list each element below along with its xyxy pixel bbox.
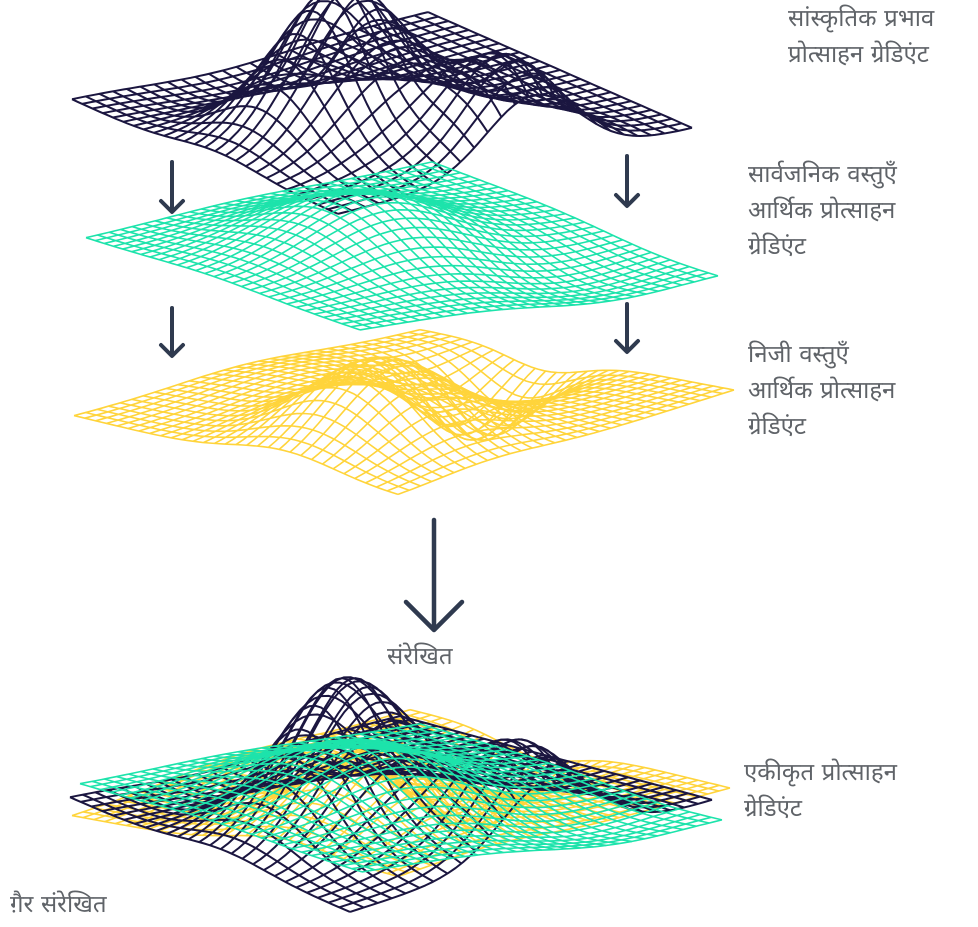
mesh-line [271,790,626,843]
integrated-gradient-label: एकीकृत प्रोत्साहन ग्रेडिएंट [744,754,897,826]
mesh-line [230,757,582,828]
mesh-line [345,32,611,132]
mesh-line [209,681,557,847]
public-goods-label: सार्वजनिक वस्तुएँ आर्थिक प्रोत्साहन ग्रे… [748,156,897,264]
mesh-line [350,272,709,328]
private-label-line-2: आर्थिक प्रोत्साहन [748,376,896,404]
mesh-line [408,166,695,283]
mesh-line [399,715,713,801]
mesh-line [431,161,719,277]
mesh-line [281,794,636,846]
mesh-line [359,733,658,837]
cultural-influence-label: सांस्कृतिक प्रभाव प्रोत्साहन ग्रेडिएंट [788,0,934,72]
mesh-line [332,265,690,322]
mesh-line [354,381,693,480]
mesh-line [349,776,713,913]
mesh-line [323,262,681,319]
mesh-line [397,389,735,496]
mesh-line [310,740,607,847]
mesh-line [408,331,723,395]
mesh-line [341,269,700,325]
integrated-label-line-1: एकीकृत प्रोत्साहन [744,758,897,786]
mesh-line [220,750,572,825]
mesh-line [419,723,723,821]
mesh-line [361,819,723,873]
mesh-line [371,731,671,834]
down-arrow-icon [614,302,640,354]
down-arrow-icon [614,154,640,208]
integrated-public-surface [79,723,723,873]
mesh-line [307,52,662,201]
cultural-label-line-2: प्रोत्साहन ग्रेडिएंट [788,40,929,68]
mesh-line [346,735,646,840]
mesh-line [322,738,620,845]
mesh-line [373,339,690,427]
mesh-line [321,808,680,860]
aligned-label-text: संरेखित [387,642,453,670]
mesh-line [311,805,669,857]
down-arrow-icon [159,306,185,358]
mesh-line [383,729,684,831]
mesh-line [286,55,642,191]
flow-arrows [159,154,640,633]
public-goods-surface [85,161,719,331]
mesh-line [359,275,719,331]
mesh-line [240,766,593,832]
mesh-line [386,387,724,492]
mesh-line [396,334,712,399]
cultural-influence-surface [71,0,693,215]
unaligned-label-text: ग़ैर संरेखित [10,890,107,918]
mesh-line [386,21,652,137]
mesh-line [351,816,712,870]
mesh-line [427,11,693,129]
mesh-line [263,731,617,871]
private-label-line-1: निजी वस्तुएँ [748,340,849,368]
mesh-line [214,0,571,152]
mesh-line [419,328,735,391]
aligned-label: संरेखित [387,638,453,674]
public-label-line-2: आर्थिक प्रोत्साहन [748,196,896,224]
mesh-line [301,801,658,853]
mesh-line [341,813,701,867]
mesh-line [385,170,671,289]
mesh-line [261,786,615,839]
mesh-line [119,399,444,478]
mesh-line [420,163,707,280]
mesh-line [395,727,697,827]
mesh-line [407,725,710,824]
mesh-line [331,811,690,863]
mesh-line [413,14,679,132]
mesh-line [291,798,647,850]
mesh-line [365,383,703,484]
mesh-line [385,336,701,414]
mesh-line [343,379,682,475]
mesh-line [250,775,604,835]
mesh-line [376,385,714,488]
integrated-label-line-2: ग्रेडिएंट [744,794,802,822]
cultural-label-line-1: सांस्कृतिक प्रभाव [788,4,935,32]
mesh-line [194,0,462,163]
mesh-line [331,36,598,125]
down-arrow-icon [403,517,465,633]
mesh-line [314,259,671,315]
private-goods-label: निजी वस्तुएँ आर्थिक प्रोत्साहन ग्रेडिएंट [748,336,895,444]
mesh-line [397,168,683,286]
public-label-line-3: ग्रेडिएंट [748,232,806,260]
mesh-line [104,168,452,245]
down-arrow-icon [159,160,185,214]
unaligned-label: ग़ैर संरेखित [10,886,107,922]
private-goods-surface [73,328,735,496]
mesh-line [298,741,594,848]
mesh-line [73,414,399,496]
mesh-line [259,234,614,295]
public-label-line-1: सार्वजनिक वस्तुएँ [748,160,897,188]
mesh-line [328,744,689,904]
mesh-line [334,736,633,843]
private-label-line-3: ग्रेडिएंट [748,412,806,440]
